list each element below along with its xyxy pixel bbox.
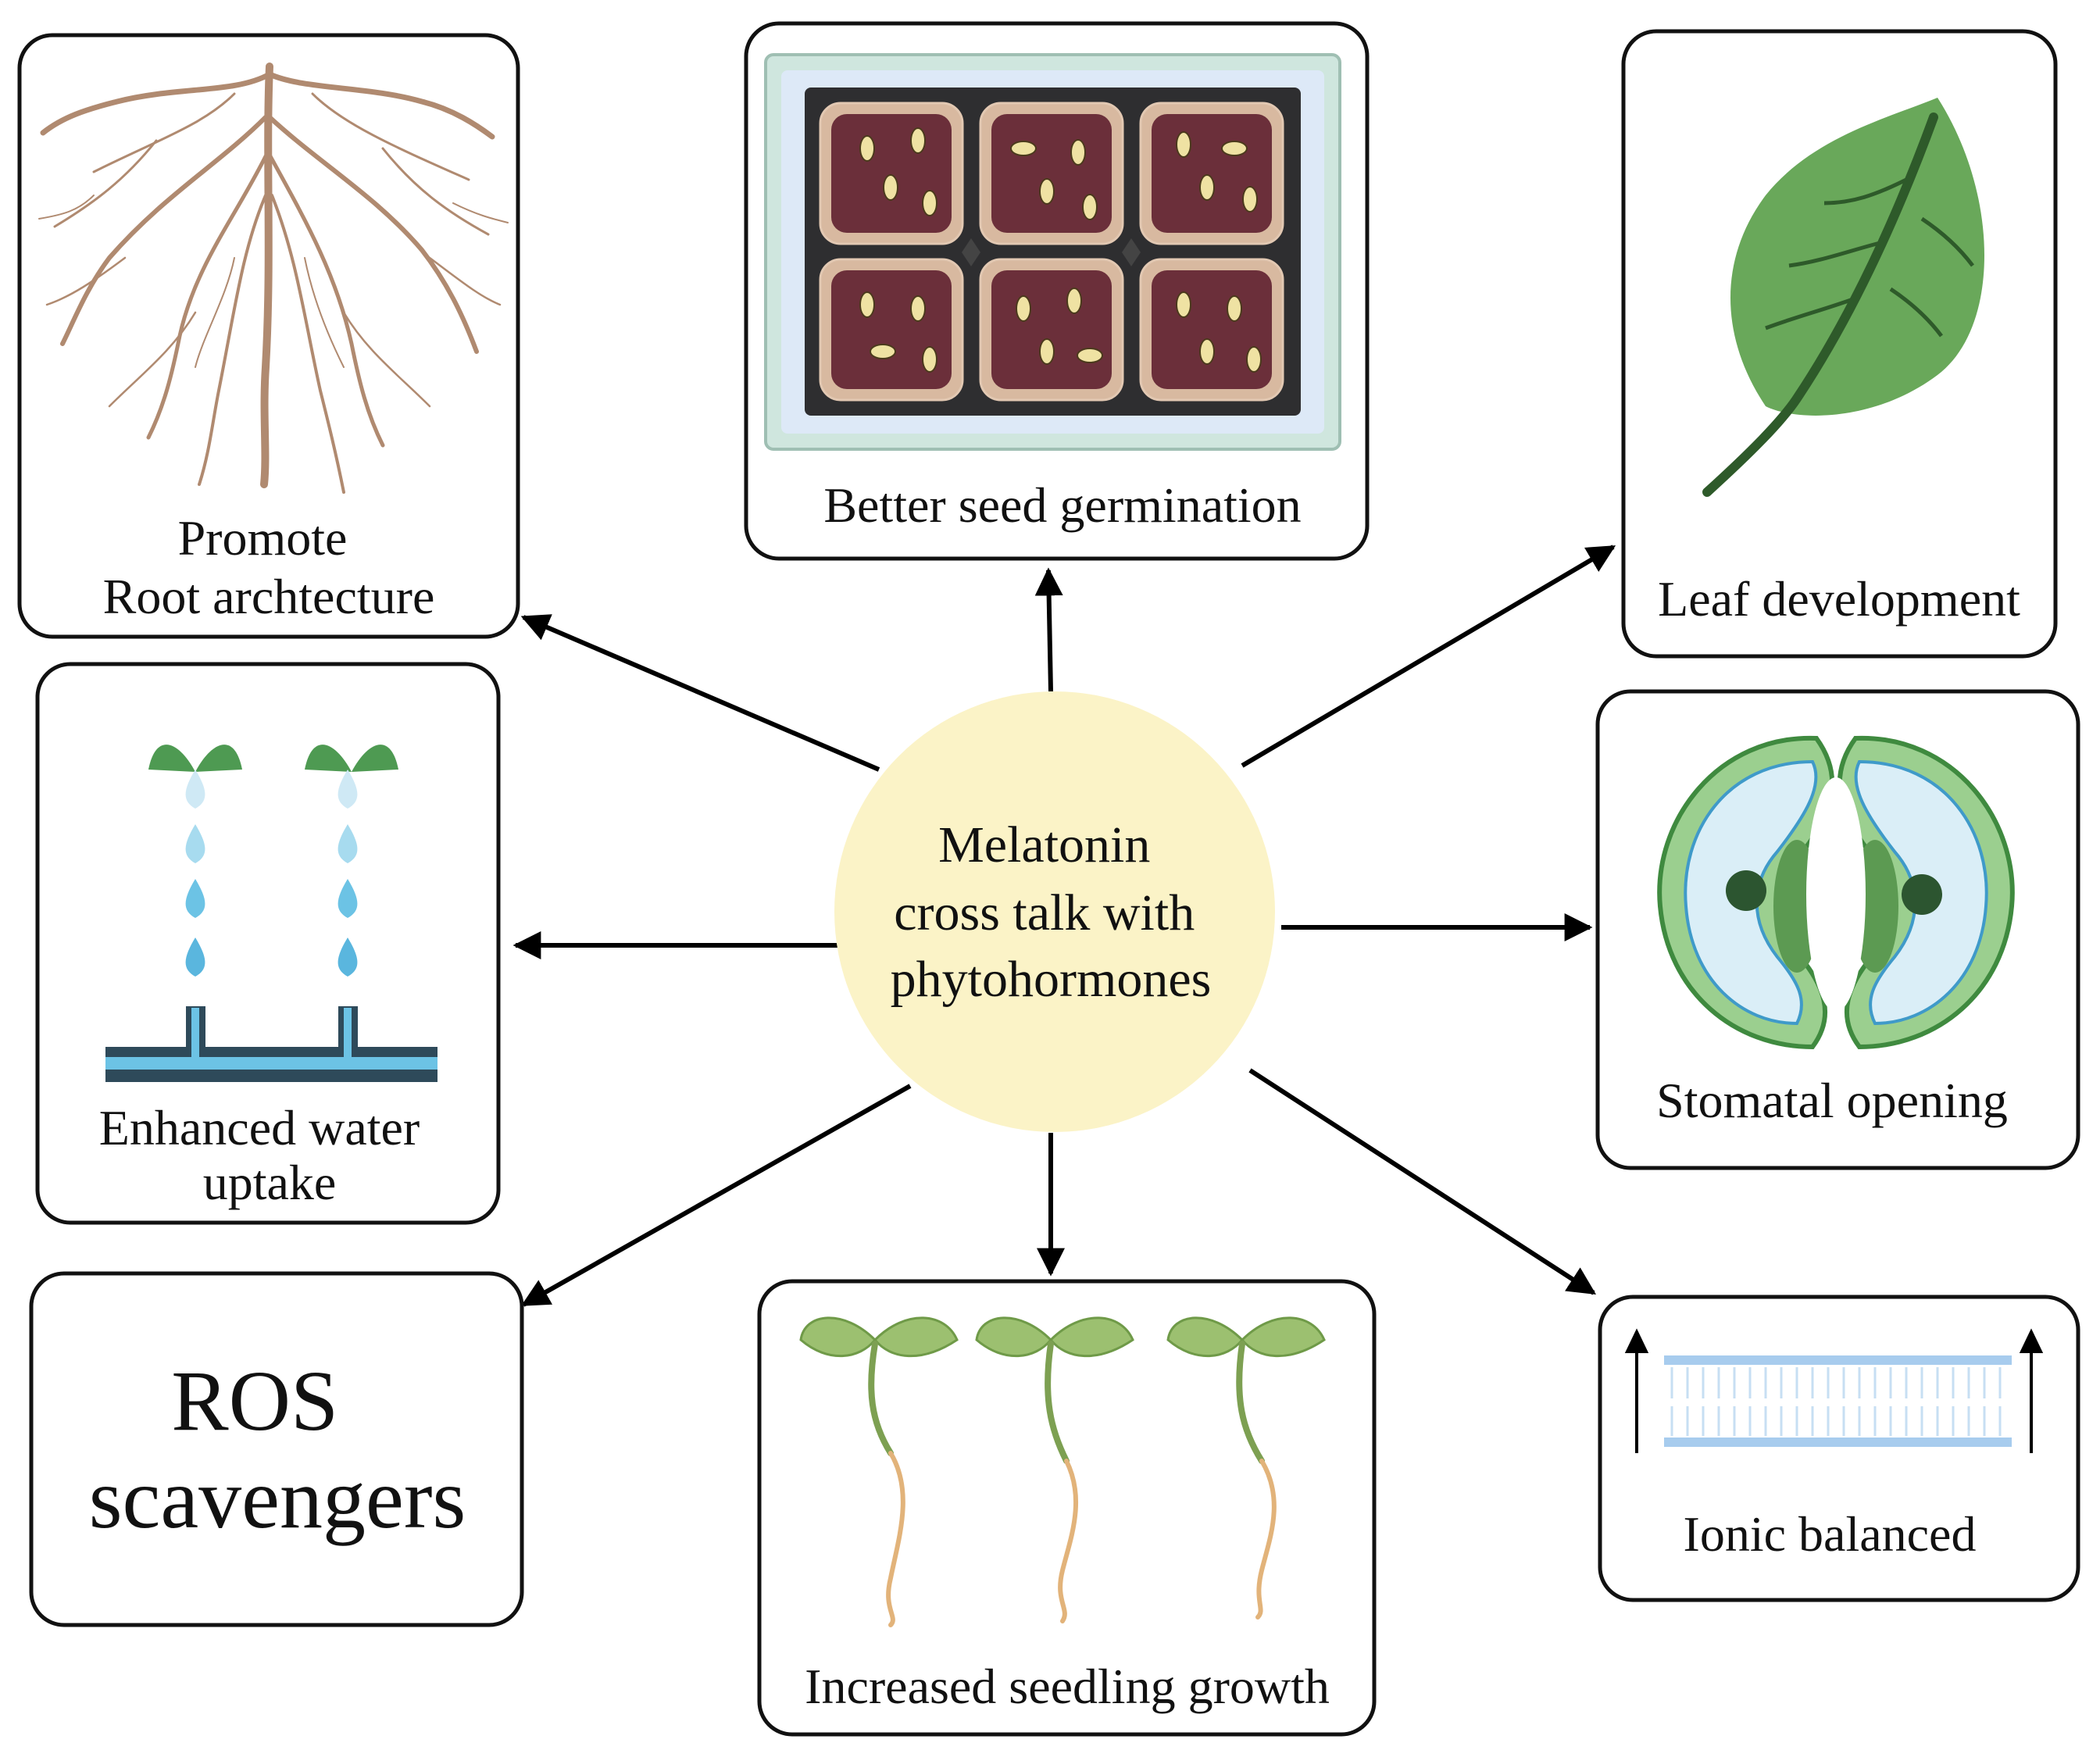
- svg-text:Melatonin cross talk wit: Melatonin cross talk with phytohormones: [891, 816, 1212, 1008]
- arrow-to-root: [520, 614, 880, 772]
- center-line-1: Melatonin: [938, 816, 1150, 873]
- leaf-label: Leaf development: [1658, 571, 2020, 627]
- root-label-line-1: Promote: [178, 510, 348, 566]
- water-drip-icon: [105, 745, 438, 1082]
- stomata-icon: [1657, 735, 2015, 1050]
- leaf-icon: [1702, 98, 1984, 497]
- box-leaf: Leaf development: [1621, 29, 2058, 659]
- arrow-to-ros: [520, 1084, 912, 1307]
- svg-text:Better seed germination: Better seed germination: [823, 477, 1301, 533]
- center-line-3: phytohormones: [891, 951, 1212, 1008]
- svg-text:ROS scavengers: ROS scavengers: [89, 1353, 466, 1546]
- arrow-to-ionic: [1248, 1068, 1597, 1295]
- arrow-to-leaf: [1241, 545, 1616, 768]
- water-label-line-1: Enhanced water: [99, 1100, 420, 1155]
- box-root: Promote Root archtecture: [17, 33, 520, 639]
- stomata-label: Stomatal opening: [1656, 1073, 2008, 1128]
- seedling-icon: [799, 1316, 1326, 1627]
- root-label-line-2: Root archtecture: [103, 569, 435, 624]
- roots-icon: [38, 62, 509, 494]
- svg-text:Ionic balanced: Ionic balanced: [1684, 1506, 1977, 1562]
- svg-text:Leaf development: Leaf development: [1658, 571, 2020, 627]
- svg-text:Increased seedling growth: Increased seedling growth: [805, 1659, 1330, 1714]
- box-ionic: Ionic balanced: [1598, 1295, 2080, 1602]
- box-water: Enhanced water uptake: [35, 662, 501, 1225]
- ros-label-line-1: ROS: [171, 1353, 338, 1448]
- water-label-line-2: uptake: [203, 1155, 337, 1210]
- arrows: [512, 545, 1616, 1307]
- svg-text:Enhanced water uptake: Enhanced water uptake: [99, 1100, 432, 1210]
- svg-text:Stomatal opening: Stomatal opening: [1656, 1073, 2008, 1128]
- membrane-icon: [1624, 1328, 2044, 1453]
- seedling-label: Increased seedling growth: [805, 1659, 1330, 1714]
- seed-label: Better seed germination: [823, 477, 1301, 533]
- center-line-2: cross talk with: [894, 884, 1195, 941]
- box-seedling: Increased seedling growth: [757, 1279, 1377, 1737]
- center-circle: [834, 691, 1275, 1132]
- seed-tray-icon: [764, 53, 1341, 451]
- center-node: Melatonin cross talk with phytohormones: [834, 691, 1275, 1132]
- ionic-label: Ionic balanced: [1684, 1506, 1977, 1562]
- arrow-to-seed: [1034, 567, 1063, 692]
- box-seed: Better seed germination: [744, 21, 1370, 561]
- ros-label-line-2: scavengers: [89, 1451, 466, 1546]
- box-stomata: Stomatal opening: [1595, 689, 2080, 1170]
- box-ros: ROS scavengers: [29, 1271, 524, 1627]
- svg-text:Promote Root archtecture: Promote Root archtecture: [103, 510, 435, 624]
